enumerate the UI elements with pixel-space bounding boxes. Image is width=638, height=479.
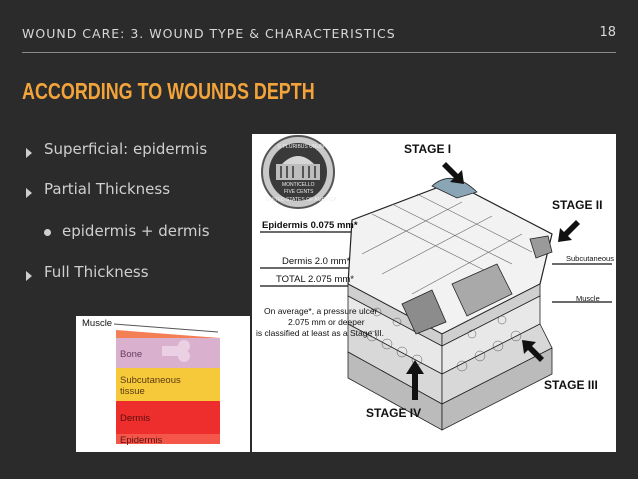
stage3-label: STAGE III: [544, 378, 598, 392]
epidermis-measure-label: Epidermis 0.075 mm*: [262, 220, 358, 231]
bullet-triangle-icon: [26, 148, 32, 158]
stage-arrows: [406, 162, 580, 400]
layer-label-epidermis: Epidermis: [120, 435, 163, 446]
nickel-coin: [261, 135, 335, 209]
skin-layers-graphic: [113, 323, 220, 444]
dermis-measure-label: Dermis 2.0 mm*: [282, 256, 351, 267]
stage1-label: STAGE I: [404, 142, 452, 156]
section-header: WOUND CARE: 3. WOUND TYPE & CHARACTERIST…: [22, 26, 396, 41]
stage3-lesion: [451, 263, 513, 317]
coin-bottom-text: UNITED STATES OF AMERICA: [266, 197, 337, 203]
bullet-partial-thickness: Partial Thickness: [44, 180, 171, 198]
subcutaneous-label: Subcutaneous: [566, 254, 614, 263]
muscle-label: Muscle: [576, 294, 600, 303]
bullet-triangle-icon: [26, 271, 32, 281]
bone-shape: [162, 340, 190, 362]
note-line-3: is classified at least as a Stage III.: [256, 328, 385, 338]
total-measure-label: TOTAL 2.075 mm*: [276, 274, 354, 285]
tissue-block-graphic: [260, 135, 612, 431]
stage4-lesion: [401, 289, 447, 335]
bullet-triangle-icon: [26, 188, 32, 198]
note-line-1: On average*, a pressure ulcer: [264, 306, 378, 316]
muscle-band: [116, 330, 220, 338]
layer-label-dermis: Dermis: [120, 413, 151, 424]
stage2-label: STAGE II: [552, 198, 603, 212]
page-number: 18: [599, 25, 616, 40]
stage2-lesion: [529, 235, 553, 259]
note-line-2: 2.075 mm or deeper: [288, 317, 365, 327]
subcutaneous-layer: [116, 368, 220, 401]
bullet-dot-icon: [44, 229, 51, 236]
header-divider: [22, 52, 616, 53]
pressure-ulcer-stages-diagram: E PLURIBUS UNUM MONTICELLO FIVE CENTS UN…: [252, 134, 616, 452]
skin-layers-diagram: Muscle Bone Subcutaneous tissue Dermis E…: [76, 316, 250, 452]
coin-value-text: FIVE CENTS: [284, 189, 314, 195]
bullet-superficial: Superficial: epidermis: [44, 140, 208, 158]
layer-label-muscle: Muscle: [82, 318, 113, 329]
bullet-full-thickness: Full Thickness: [44, 263, 149, 281]
layer-label-subcutaneous: Subcutaneous: [120, 375, 181, 386]
slide-title: ACCORDING TO WOUNDS DEPTH: [22, 78, 315, 104]
bullet-epidermis-dermis: epidermis + dermis: [62, 222, 210, 240]
coin-building-text: MONTICELLO: [282, 182, 315, 188]
layer-label-tissue: tissue: [120, 386, 145, 397]
coin-top-text: E PLURIBUS UNUM: [278, 144, 325, 150]
epidermis-layer: [116, 434, 220, 444]
muscle-pointer-line: [113, 323, 219, 333]
dermis-layer: [116, 401, 220, 434]
surface-texture: [361, 193, 533, 295]
stage4-label: STAGE IV: [366, 406, 422, 420]
tissue-texture: [366, 307, 522, 372]
layer-label-bone: Bone: [120, 349, 143, 360]
side-pointer-lines: [552, 263, 612, 303]
